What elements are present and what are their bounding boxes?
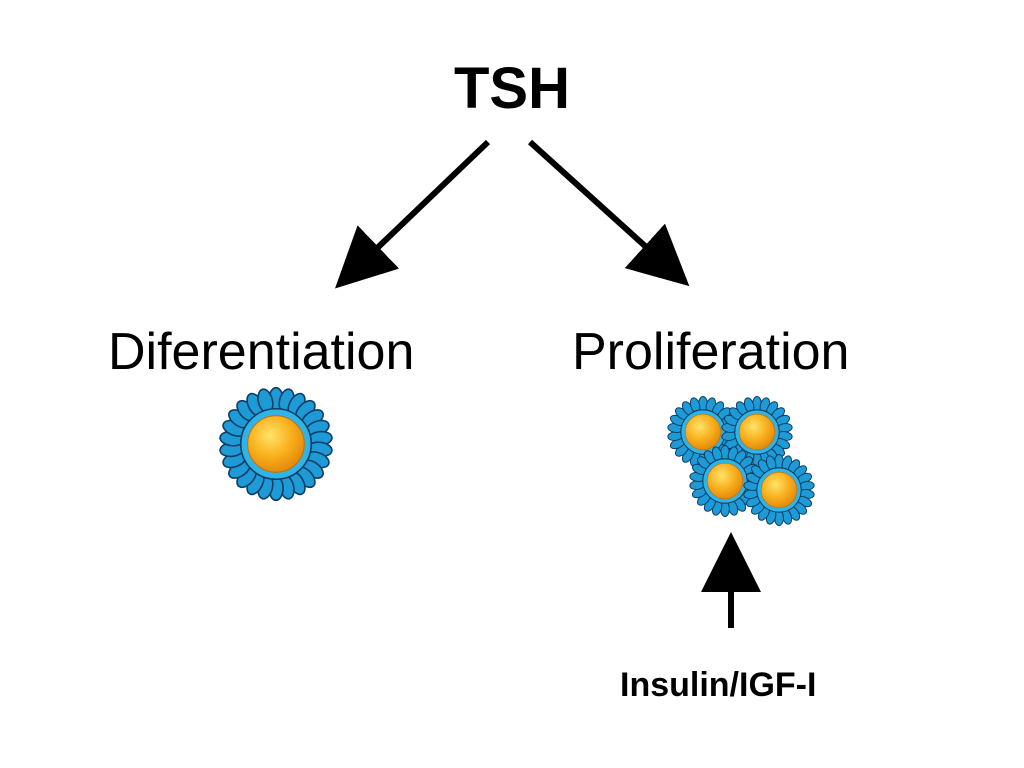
tsh-label: TSH	[454, 56, 570, 121]
proliferation-label: Proliferation	[572, 323, 850, 381]
arrow-to-differentiation	[334, 139, 491, 289]
cell-body	[743, 454, 815, 526]
cell-cluster-icon	[667, 396, 815, 526]
cell-icon	[219, 386, 333, 502]
insulin-igf-label: Insulin/IGF-I	[620, 666, 817, 704]
differentiation-label: Diferentiation	[108, 323, 415, 381]
cell-body	[219, 386, 333, 502]
arrow-to-proliferation	[527, 139, 690, 287]
